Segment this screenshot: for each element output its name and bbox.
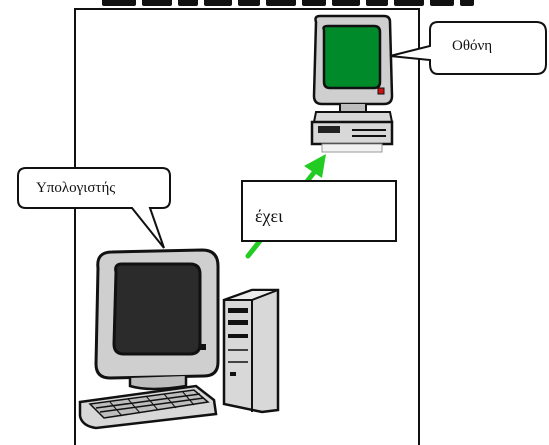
large-computer-icon [78,248,280,430]
relation-box: έχει [241,180,397,242]
callout-computer [17,167,171,249]
callout-screen [389,21,547,75]
computer-label: Υπολογιστής [36,180,116,196]
small-computer-icon [310,14,394,153]
diagram-frame [74,8,420,445]
cropped-top-border [102,0,474,7]
screen-label: Οθόνη [452,38,493,54]
relation-label: έχει [255,206,283,226]
